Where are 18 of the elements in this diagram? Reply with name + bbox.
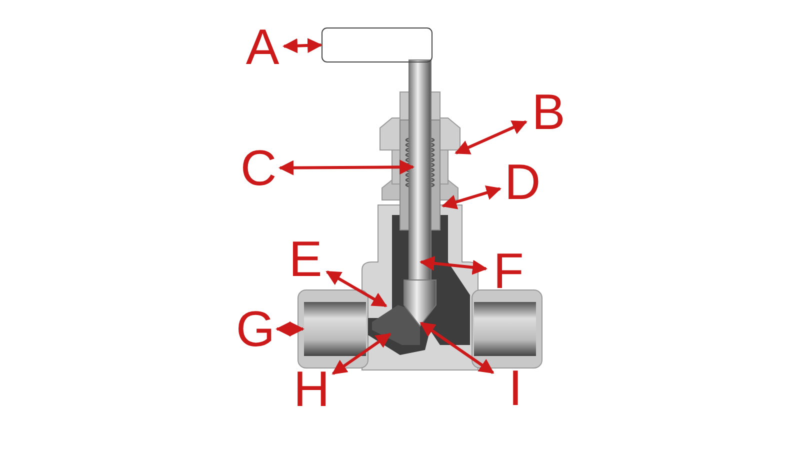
callout-letter: A xyxy=(242,23,282,71)
leader-arrow xyxy=(276,322,304,336)
leader-arrow xyxy=(420,322,494,374)
callout-letter: H xyxy=(291,365,331,413)
callout-letter: G xyxy=(235,305,275,353)
leader-arrow xyxy=(332,332,392,375)
leader-arrow xyxy=(278,160,414,176)
callout-letter: C xyxy=(238,144,278,192)
callout-letter: D xyxy=(502,158,542,206)
leader-arrow xyxy=(454,120,528,154)
leader-arrow xyxy=(326,270,388,308)
leader-arrow xyxy=(282,38,322,54)
callout-letter: E xyxy=(285,235,325,283)
callout-letter: B xyxy=(528,88,568,136)
leader-arrow xyxy=(442,185,502,210)
callout-letter: F xyxy=(488,247,528,295)
leader-arrow xyxy=(420,256,488,275)
callout-letter: I xyxy=(495,364,535,412)
